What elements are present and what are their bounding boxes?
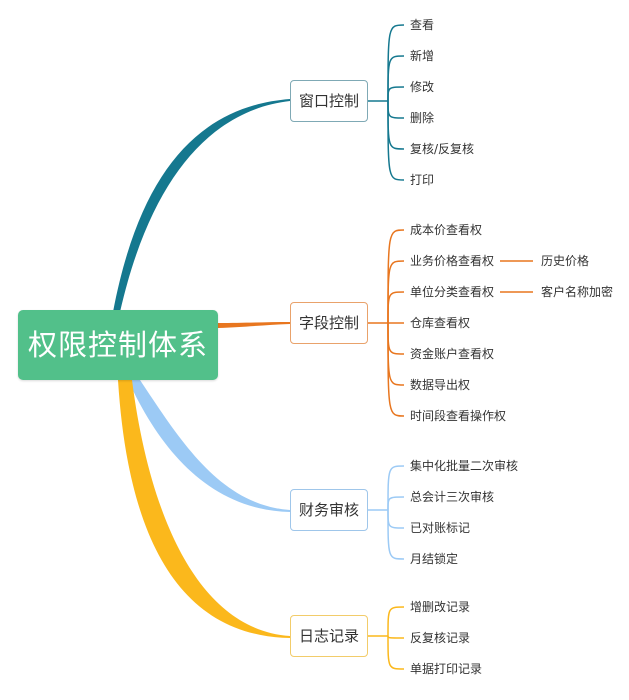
sub-customer-encrypt[interactable]: 客户名称加密 <box>541 285 614 299</box>
leaf-reconciled[interactable]: 已对账标记 <box>410 521 471 535</box>
leaf-business-price[interactable]: 业务价格查看权 <box>410 254 495 268</box>
branch-finance-audit[interactable]: 财务审核 <box>290 489 368 531</box>
bracket-log-leaf-0 <box>387 606 405 637</box>
bracket-field-leaf-6 <box>387 322 405 417</box>
branch-window-control[interactable]: 窗口控制 <box>290 80 368 122</box>
bracket-field-leaf-0 <box>387 229 405 324</box>
leaf-fund-account[interactable]: 资金账户查看权 <box>410 347 495 361</box>
leaf-cost-price[interactable]: 成本价查看权 <box>410 223 483 237</box>
bracket-window-leaf-2 <box>387 86 405 102</box>
leaf-print[interactable]: 打印 <box>410 173 435 187</box>
leaf-edit[interactable]: 修改 <box>410 80 435 94</box>
bracket-finance-leaf-0 <box>387 465 405 511</box>
branch-field-control[interactable]: 字段控制 <box>290 302 368 344</box>
leaf-add[interactable]: 新增 <box>410 49 435 63</box>
bracket-finance-leaf-1 <box>387 496 405 511</box>
leaf-warehouse[interactable]: 仓库查看权 <box>410 316 471 330</box>
leaf-data-export[interactable]: 数据导出权 <box>410 378 471 392</box>
connector-root-window <box>113 99 290 312</box>
leaf-review-log[interactable]: 反复核记录 <box>410 631 471 645</box>
leaf-crud-log[interactable]: 增删改记录 <box>410 600 471 614</box>
connector-root-log <box>118 380 290 638</box>
bracket-window-leaf-1 <box>387 55 405 102</box>
bracket-field-leaf-4 <box>387 322 405 355</box>
bracket-window-leaf-3 <box>387 100 405 119</box>
bracket-finance-leaf-2 <box>387 509 405 529</box>
bracket-window-leaf-5 <box>387 100 405 181</box>
connector-root-finance <box>128 380 290 512</box>
leaf-view[interactable]: 查看 <box>410 18 435 32</box>
connector-root-field <box>218 322 290 328</box>
leaf-time-range[interactable]: 时间段查看操作权 <box>410 409 507 423</box>
leaf-batch-audit[interactable]: 集中化批量二次审核 <box>410 459 519 473</box>
branch-log-record[interactable]: 日志记录 <box>290 615 368 657</box>
bracket-field-leaf-2 <box>387 291 405 324</box>
leaf-print-log[interactable]: 单据打印记录 <box>410 662 483 676</box>
sub-history-price[interactable]: 历史价格 <box>541 254 590 268</box>
bracket-log-leaf-2 <box>387 635 405 670</box>
leaf-review[interactable]: 复核/反复核 <box>410 142 475 156</box>
leaf-chief-audit[interactable]: 总会计三次审核 <box>410 490 495 504</box>
bracket-window-leaf-0 <box>387 24 405 102</box>
leaf-month-lock[interactable]: 月结锁定 <box>410 552 459 566</box>
bracket-window-leaf-4 <box>387 100 405 150</box>
leaf-unit-category[interactable]: 单位分类查看权 <box>410 285 495 299</box>
root-node[interactable]: 权限控制体系 <box>18 310 218 380</box>
bracket-log-leaf-1 <box>387 635 405 639</box>
leaf-delete[interactable]: 删除 <box>410 111 435 125</box>
bracket-finance-leaf-3 <box>387 509 405 560</box>
